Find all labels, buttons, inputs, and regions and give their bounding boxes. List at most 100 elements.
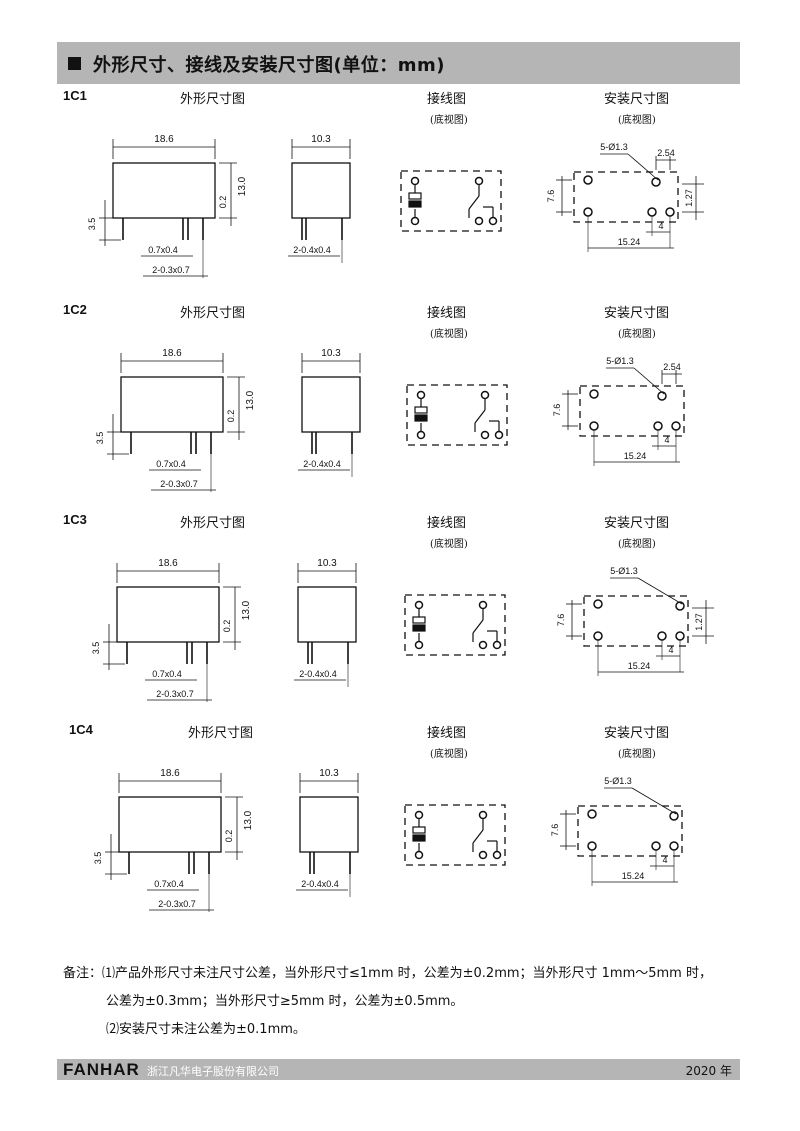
coil-symbol: [412, 624, 426, 632]
pin-hole: [669, 841, 679, 851]
pin-hole: [492, 850, 502, 860]
dim-label: 15.24: [624, 451, 647, 461]
dim-label: 2-0.3x0.7: [158, 899, 196, 909]
wiring-title: 接线图: [427, 726, 467, 741]
pin-hole: [647, 207, 657, 217]
body-outline: [116, 586, 220, 643]
pin-hole: [494, 430, 504, 440]
dim-label: 13.0: [237, 176, 248, 196]
mount-outline: [577, 805, 683, 857]
pin-hole: [657, 391, 667, 401]
mount-outline: [573, 171, 679, 223]
pin-hole: [480, 430, 490, 440]
dim-label: 5-Ø1.3: [606, 356, 634, 366]
dim-label: 10.3: [319, 768, 339, 779]
dim-label: 2-0.3x0.7: [160, 479, 198, 489]
dim-label: 2-0.4x0.4: [301, 879, 339, 889]
outline-title: 外形尺寸图: [180, 306, 246, 321]
coil-symbol: [412, 834, 426, 842]
dim-label: 4: [658, 221, 663, 231]
wiring-outline: [404, 594, 506, 656]
dim-label: 2-0.3x0.7: [152, 265, 190, 275]
dim-label: 5-Ø1.3: [610, 566, 638, 576]
pin-hole: [414, 810, 424, 820]
coil-symbol: [412, 826, 426, 834]
coil-symbol: [414, 406, 428, 414]
pin-hole: [478, 640, 488, 650]
pin-hole: [651, 177, 661, 187]
pin-hole: [414, 640, 424, 650]
pin-hole: [416, 390, 426, 400]
wiring-outline: [400, 170, 502, 232]
dim-label: 0.2: [218, 196, 228, 209]
wiring-title: 接线图: [427, 306, 467, 321]
pin-hole: [416, 430, 426, 440]
dim-label: 0.7x0.4: [154, 879, 184, 889]
dim-label: 15.24: [628, 661, 651, 671]
dim-label: 13.0: [241, 600, 252, 620]
coil-symbol: [412, 616, 426, 624]
pin-hole: [492, 640, 502, 650]
body-outline: [120, 376, 224, 433]
dim-label: 15.24: [618, 237, 641, 247]
body-outline: [118, 796, 222, 853]
bottom-view-note: (底视图): [430, 539, 468, 550]
dim-label: 4: [664, 435, 669, 445]
pin-hole: [651, 841, 661, 851]
dim-label: 2.54: [663, 362, 681, 372]
mounting-title: 安装尺寸图: [604, 726, 670, 741]
bottom-view-note: (底视图): [430, 329, 468, 340]
dim-label: 4: [668, 645, 673, 655]
coil-symbol: [414, 414, 428, 422]
square-bullet-icon: [68, 57, 81, 70]
section-label: 1C2: [63, 302, 87, 317]
bottom-view-note: (底视图): [430, 749, 468, 760]
dim-label: 1.27: [694, 613, 704, 631]
bottom-view-note: (底视图): [618, 539, 656, 550]
pin-hole: [583, 175, 593, 185]
outline-title: 外形尺寸图: [180, 516, 246, 531]
pin-hole: [675, 631, 685, 641]
wiring-title: 接线图: [427, 516, 467, 531]
note-line-3: ⑵安装尺寸未注公差为±0.1mm。: [106, 1022, 306, 1037]
dim-line: [474, 409, 486, 424]
pin-hole: [593, 631, 603, 641]
footer-bar: FANHAR 浙江凡华电子股份有限公司 2020 年: [57, 1059, 740, 1080]
section-1C2: 18.613.00.23.50.7x0.42-0.3x0.710.32-0.4x…: [95, 348, 685, 492]
section-label: 1C4: [69, 722, 93, 737]
section-1C3: 18.613.00.23.50.7x0.42-0.3x0.710.32-0.4x…: [91, 558, 714, 702]
pin-hole: [593, 599, 603, 609]
pin-hole: [589, 421, 599, 431]
dim-label: 3.5: [93, 852, 103, 865]
dim-label: 2-0.3x0.7: [156, 689, 194, 699]
company-name: 浙江凡华电子股份有限公司: [147, 1065, 279, 1078]
section-title: 外形尺寸、接线及安装尺寸图(单位：mm): [93, 55, 445, 76]
dim-line: [472, 829, 484, 844]
dim-label: 10.3: [321, 348, 341, 359]
dim-label: 10.3: [317, 558, 337, 569]
dim-label: 7.6: [546, 190, 556, 203]
dim-line: [631, 787, 677, 815]
dim-label: 0.2: [224, 830, 234, 843]
bottom-view-note: (底视图): [618, 749, 656, 760]
body-outline: [301, 376, 361, 433]
dim-label: 0.2: [226, 410, 236, 423]
dim-label: 18.6: [160, 768, 180, 779]
pin-hole: [478, 810, 488, 820]
dim-label: 3.5: [87, 218, 97, 231]
dim-label: 0.2: [222, 620, 232, 633]
mount-outline: [583, 595, 689, 647]
mounting-title: 安装尺寸图: [604, 306, 670, 321]
dim-label: 7.6: [552, 404, 562, 417]
dim-label: 4: [662, 855, 667, 865]
pin-hole: [589, 389, 599, 399]
dim-label: 10.3: [311, 134, 331, 145]
pin-hole: [583, 207, 593, 217]
pin-hole: [414, 850, 424, 860]
fanhar-logo: FANHAR: [63, 1060, 140, 1079]
dim-line: [633, 367, 665, 395]
pin-hole: [414, 600, 424, 610]
bottom-view-note: (底视图): [430, 115, 468, 126]
bottom-view-note: (底视图): [618, 115, 656, 126]
pin-hole: [675, 601, 685, 611]
